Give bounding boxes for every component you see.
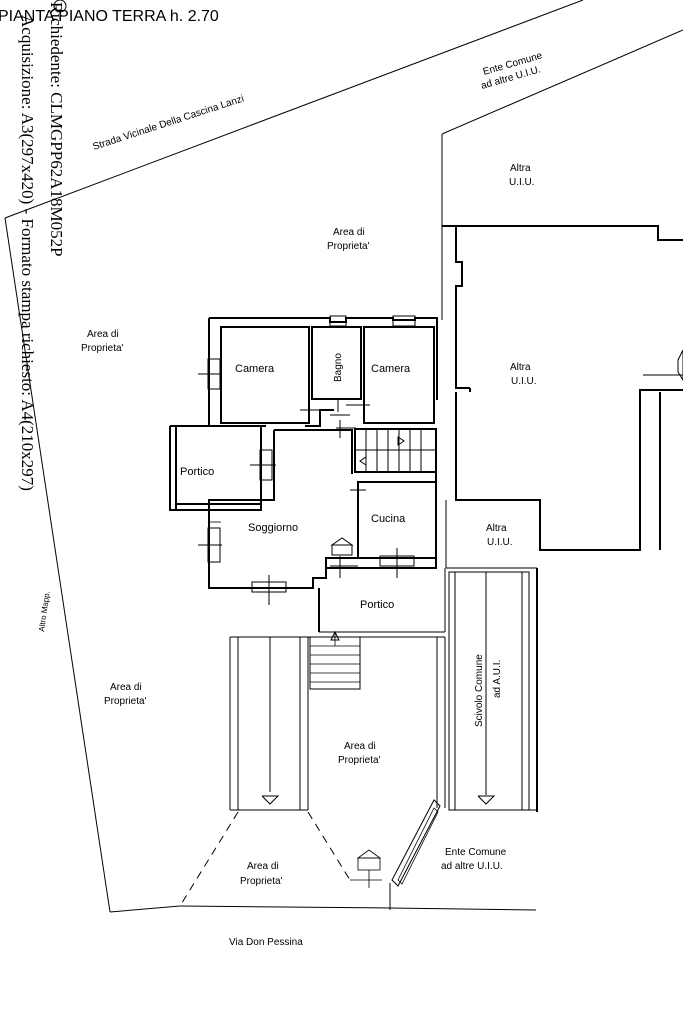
stamp-circle [53,0,67,13]
area-label-b1: Area di [87,329,119,340]
acquisition-stamp: Acquisizione: A3(297x420) - Formato stam… [18,15,37,491]
windows-doors [198,315,416,605]
area-label-d1: Area di [344,741,376,752]
ente-comune-top-boundary [441,29,683,320]
room-portico-1: Portico [180,466,214,478]
area-label-c1: Area di [110,682,142,693]
altro-mapp-label: Altro Mapp. [37,591,52,633]
ente-comune-bottom-label-2: ad altre U.I.U. [441,861,503,872]
requester-stamp: Richiedente: CLMGPP62A18M052P [47,2,66,257]
area-label-a2: Proprieta' [327,241,370,252]
room-camera-1: Camera [235,363,275,375]
interior-stairs [355,429,436,472]
ente-comune-bottom-label-1: Ente Comune [445,847,507,858]
area-label-c2: Proprieta' [104,696,147,707]
lower-porch [309,568,446,690]
property-boundary [4,0,584,913]
room-bagno: Bagno [333,353,344,382]
altra-uiu-label-a1: Altra [510,163,531,174]
area-label-e2: Proprieta' [240,876,283,887]
plan-title: PIANTA PIANO TERRA h. 2.70 [0,8,219,25]
area-label-b2: Proprieta' [81,343,124,354]
driveway-lanes [229,571,537,811]
room-cucina: Cucina [371,513,406,525]
altra-uiu-label-a2: U.I.U. [509,177,535,188]
altra-uiu-label-c1: Altra [486,523,507,534]
altra-uiu-label-b1: Altra [510,362,531,373]
via-label: Via Don Pessina [229,937,303,948]
gate-dashes [179,799,441,907]
room-soggiorno: Soggiorno [248,522,298,534]
scivolo-label-2: ad A.U.I. [492,660,503,698]
altra-uiu-label-c2: U.I.U. [487,537,513,548]
entry-arrow-marker [330,537,354,556]
area-label-d2: Proprieta' [338,755,381,766]
room-portico-2: Portico [360,599,394,611]
area-label-e1: Area di [247,861,279,872]
altra-uiu-block [442,225,683,812]
room-camera-2: Camera [371,363,411,375]
scivolo-label-1: Scivolo Comune [474,654,485,727]
road-label: Strada Vicinale Della Cascina Lanzi [92,93,246,152]
area-label-a1: Area di [333,227,365,238]
altra-uiu-label-b2: U.I.U. [511,376,537,387]
